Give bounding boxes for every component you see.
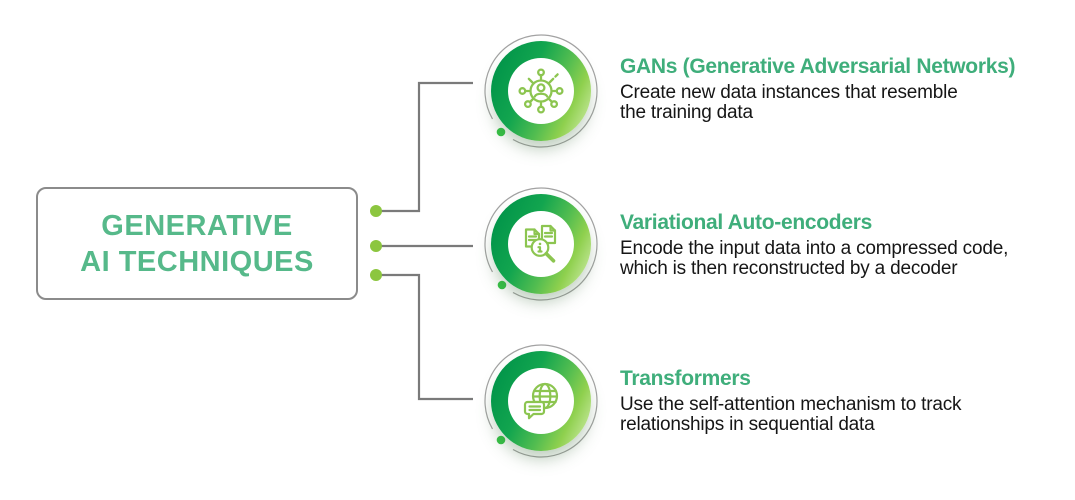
connector-line-bottom: [381, 273, 473, 401]
branch-dot-top: [370, 205, 382, 217]
title-line-1: GENERATIVE: [101, 209, 293, 242]
title-box: GENERATIVE AI TECHNIQUES: [36, 187, 358, 300]
title-line-2: AI TECHNIQUES: [80, 245, 314, 278]
item-description-line1: Use the self-attention mechanism to trac…: [620, 394, 962, 415]
item-heading: Variational Auto-encoders: [620, 211, 872, 234]
item-gans: GANs (Generative Adversarial Networks) C…: [620, 54, 1070, 123]
globe-chat-icon: [523, 382, 559, 420]
arc-dot-middle: [497, 280, 507, 290]
item-description-line1: Encode the input data into a compressed …: [620, 238, 1009, 259]
item-transformers: Transformers Use the self-attention mech…: [620, 366, 1070, 435]
item-circle-gans: [491, 41, 591, 141]
item-circle-transformers: [491, 351, 591, 451]
document-search-icon: [524, 224, 557, 263]
arc-dot-top: [496, 127, 506, 137]
connector-line-top: [381, 81, 473, 213]
item-description-line1: Create new data instances that resemble: [620, 82, 958, 103]
item-heading: Transformers: [620, 367, 751, 390]
item-heading: GANs (Generative Adversarial Networks): [620, 55, 1016, 78]
item-description-line2: the training data: [620, 102, 753, 123]
item-description-line2: which is then reconstructed by a decoder: [620, 258, 958, 279]
arc-dot-bottom: [496, 435, 506, 445]
network-user-icon: [518, 68, 564, 114]
item-description-line2: relationships in sequential data: [620, 414, 875, 435]
branch-dot-bottom: [370, 269, 382, 281]
branch-dot-middle: [370, 240, 382, 252]
item-circle-vae: [491, 194, 591, 294]
item-vae: Variational Auto-encoders Encode the inp…: [620, 210, 1070, 279]
